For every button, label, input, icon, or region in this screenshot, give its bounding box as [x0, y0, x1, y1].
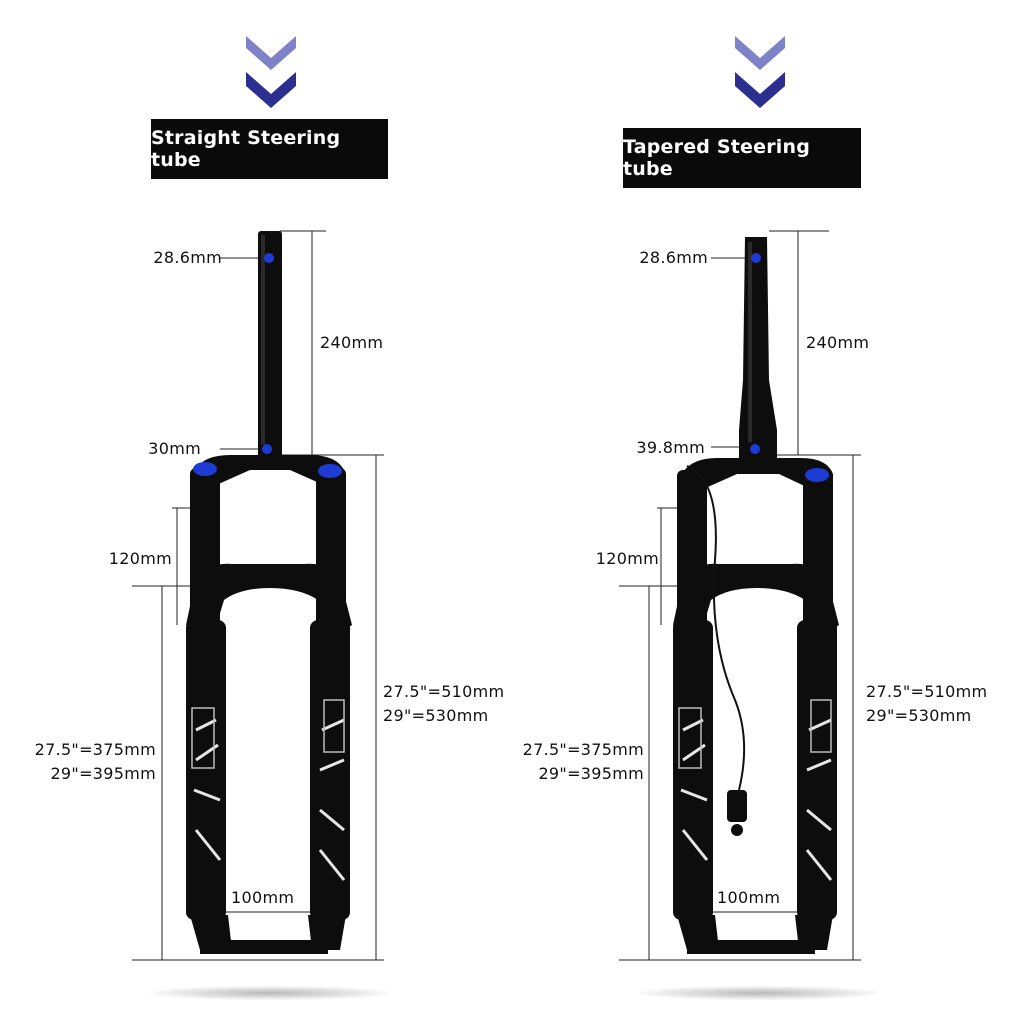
tube-length-label: 240mm	[320, 333, 384, 352]
axle-crown-29-label: 29"=395mm	[538, 764, 644, 783]
axle-crown-29-label: 29"=395mm	[50, 764, 156, 783]
tube-base-label: 30mm	[148, 439, 201, 458]
tapered-tube-title: Tapered Steering tube	[623, 128, 861, 188]
tube-top-label: 28.6mm	[639, 248, 708, 267]
title-text: Tapered Steering tube	[623, 136, 811, 180]
straight-tube-title: Straight Steering tube	[151, 119, 388, 179]
spacing-label: 100mm	[715, 886, 783, 910]
straight-tube-panel: Straight Steering tube	[0, 0, 505, 1011]
tube-top-label: 28.6mm	[153, 248, 222, 267]
double-chevron-down-icon	[246, 36, 296, 108]
tube-base-label: 39.8mm	[636, 438, 705, 457]
straight-fork-drawing	[132, 230, 384, 961]
double-chevron-down-icon	[735, 36, 785, 108]
travel-label: 120mm	[108, 549, 172, 568]
travel-label: 120mm	[595, 549, 659, 568]
total-length-29-label: 29"=530mm	[383, 706, 489, 725]
spacing-label: 100mm	[229, 886, 297, 910]
axle-crown-275-label: 27.5"=375mm	[34, 740, 156, 759]
tube-length-label: 240mm	[806, 333, 870, 352]
ground-shadow	[150, 986, 390, 1000]
total-length-275-label: 27.5"=510mm	[383, 682, 505, 701]
ground-shadow	[639, 986, 879, 1000]
axle-crown-275-label: 27.5"=375mm	[522, 740, 644, 759]
tapered-fork-drawing	[619, 230, 861, 961]
title-text: Straight Steering tube	[151, 127, 341, 171]
total-length-29-label: 29"=530mm	[866, 706, 972, 725]
tapered-tube-panel: Tapered Steering tube	[489, 0, 994, 1011]
total-length-275-label: 27.5"=510mm	[866, 682, 988, 701]
